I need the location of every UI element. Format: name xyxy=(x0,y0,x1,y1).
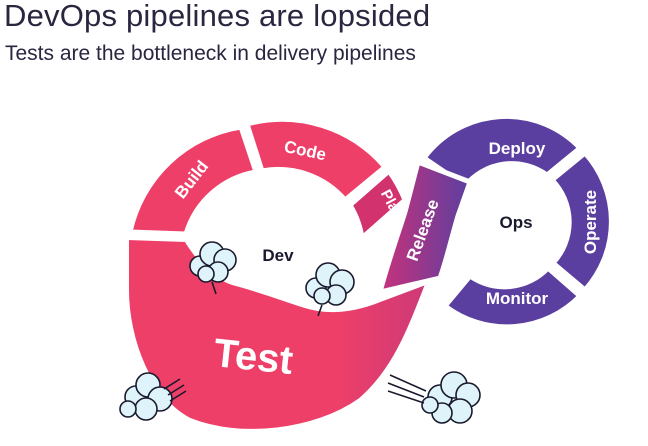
label-deploy: Deploy xyxy=(489,139,546,158)
page-subtitle: Tests are the bottleneck in delivery pip… xyxy=(5,42,416,65)
dev-loop xyxy=(125,116,430,433)
steam-cloud-icon xyxy=(189,241,237,295)
label-test: Test xyxy=(212,331,295,383)
steam-cloud-icon xyxy=(305,262,355,317)
label-operate: Operate xyxy=(581,190,600,254)
page-title: DevOps pipelines are lopsided xyxy=(4,0,431,33)
label-monitor: Monitor xyxy=(486,289,549,308)
wind-puff-icon xyxy=(387,371,481,424)
dev-segment-plan xyxy=(347,168,408,241)
release-bridge xyxy=(377,159,473,295)
ops-center-label: Ops xyxy=(499,213,532,232)
dev-segment-code xyxy=(244,116,388,203)
dev-center-label: Dev xyxy=(262,246,294,265)
ops-loop xyxy=(421,113,614,330)
wind-puff-icon xyxy=(119,372,187,421)
ops-segment-monitor xyxy=(442,265,583,330)
dev-segment-build xyxy=(127,124,259,237)
ops-segment-deploy xyxy=(421,113,583,189)
dev-segment-test xyxy=(125,236,430,433)
ops-segment-operate xyxy=(549,150,614,293)
